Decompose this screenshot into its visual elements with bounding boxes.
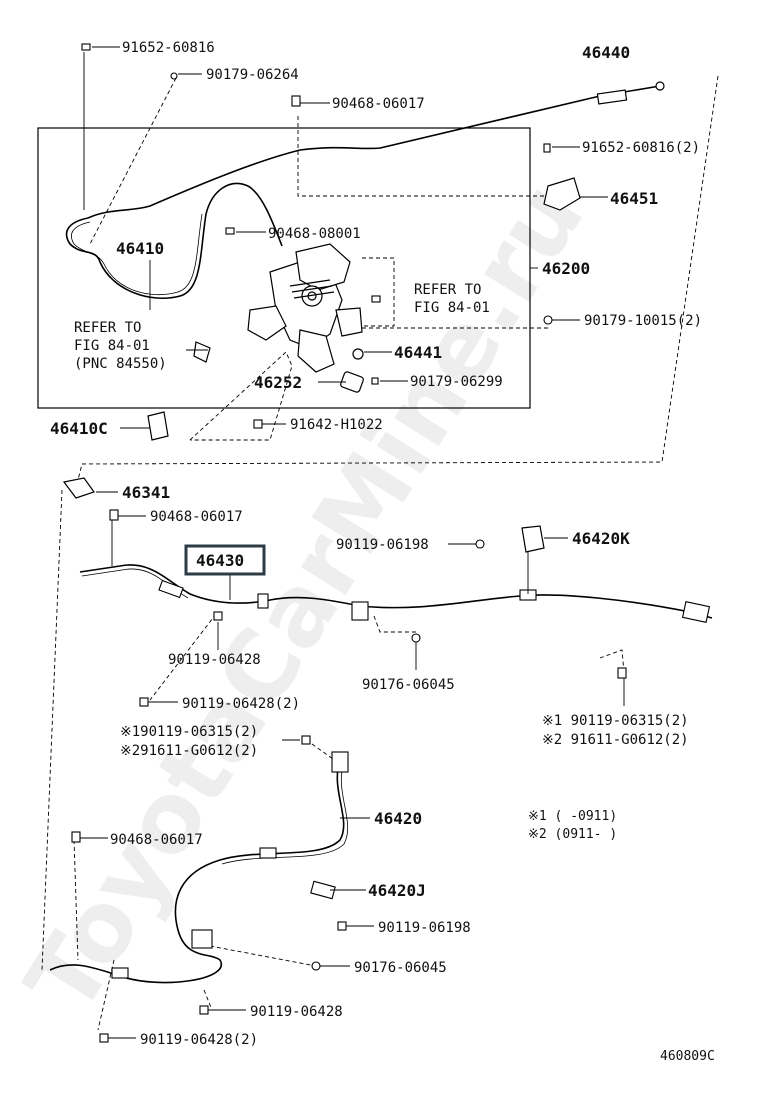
footnote-2: ※2 (0911- )	[528, 827, 617, 842]
label-46441[interactable]: 46441	[394, 343, 442, 362]
label-46420K[interactable]: 46420K	[572, 529, 630, 548]
part-46420K-shape	[521, 525, 545, 553]
label-46420J[interactable]: 46420J	[368, 881, 426, 900]
leader-dashed	[599, 649, 625, 673]
label-90179-10015-2[interactable]: 90179-10015(2)	[584, 313, 702, 329]
leader-lines-lower	[80, 491, 625, 1039]
fastener-icons-lower	[71, 509, 627, 1043]
cable-46410	[65, 182, 283, 300]
part-46410C-shape	[147, 411, 169, 441]
refer-right-line1: REFER TO	[414, 282, 481, 298]
leader-dashed	[97, 959, 115, 1031]
label-46451[interactable]: 46451	[610, 189, 658, 208]
label-90468-06017-top[interactable]: 90468-06017	[332, 96, 425, 112]
footnote-1: ※1 ( -0911)	[528, 809, 617, 824]
part-46441-shape	[352, 348, 364, 360]
cable-46420-inner	[221, 761, 349, 865]
leader-dashed	[73, 839, 79, 961]
highlight-box	[184, 544, 266, 576]
label-90119-06198-top[interactable]: 90119-06198	[336, 537, 429, 553]
label-90468-06017-mid[interactable]: 90468-06017	[150, 509, 243, 525]
label-46440[interactable]: 46440	[582, 43, 630, 62]
label-90468-08001[interactable]: 90468-08001	[268, 226, 361, 242]
label-90119-06315-2-right[interactable]: ※1 90119-06315(2)	[542, 713, 689, 729]
label-90179-06299[interactable]: 90179-06299	[410, 374, 503, 390]
part-46252-shape	[340, 371, 364, 393]
label-90176-06045-b[interactable]: 90176-06045	[354, 960, 447, 976]
leader-dashed	[189, 351, 293, 441]
label-90119-06198-low[interactable]: 90119-06198	[378, 920, 471, 936]
label-90119-06428-2a[interactable]: 90119-06428(2)	[182, 696, 300, 712]
refer-right-line2[interactable]: FIG 84-01	[414, 300, 490, 316]
label-91611-G0612-2-left[interactable]: ※291611-G0612(2)	[120, 743, 258, 759]
label-46420[interactable]: 46420	[374, 809, 422, 828]
part-46341-shape	[62, 477, 95, 499]
leader-dashed	[209, 945, 317, 967]
leader-dashed	[373, 615, 416, 633]
leader-dashed	[203, 989, 213, 1011]
refer-left-line1: REFER TO	[74, 320, 141, 336]
cable-46440	[87, 85, 661, 219]
fastener-icons	[81, 43, 553, 429]
leader-dashed	[89, 77, 177, 245]
label-91642-H1022[interactable]: 91642-H1022	[290, 417, 383, 433]
label-91652-60816[interactable]: 91652-60816	[122, 40, 215, 56]
label-91611-G0612-2-right[interactable]: ※2 91611-G0612(2)	[542, 732, 689, 748]
label-90119-06428-2b[interactable]: 90119-06428(2)	[140, 1032, 258, 1048]
part-46451-shape	[543, 177, 581, 211]
part-clamp-shape	[193, 341, 211, 363]
label-46410[interactable]: 46410	[116, 239, 164, 258]
leader-dashed	[41, 489, 63, 971]
label-90468-06017-low[interactable]: 90468-06017	[110, 832, 203, 848]
diagram-id: 460809C	[660, 1049, 715, 1064]
label-90176-06045-a[interactable]: 90176-06045	[362, 677, 455, 693]
leader-dashed	[75, 75, 719, 489]
label-46410C[interactable]: 46410C	[50, 419, 108, 438]
leader-dashed	[350, 257, 395, 327]
leader-dashed	[297, 116, 548, 197]
label-91652-60816-2[interactable]: 91652-60816(2)	[582, 140, 700, 156]
leader-lines	[83, 46, 608, 429]
part-46440-end	[655, 81, 665, 91]
cable-46430	[79, 564, 713, 619]
refer-left-line3: (PNC 84550)	[74, 356, 167, 372]
label-90119-06428-b[interactable]: 90119-06428	[250, 1004, 343, 1020]
label-46252[interactable]: 46252	[254, 373, 302, 392]
label-90119-06315-2-left[interactable]: ※190119-06315(2)	[120, 724, 258, 740]
label-46430[interactable]: 46430	[196, 551, 244, 570]
label-90119-06428-a[interactable]: 90119-06428	[168, 652, 261, 668]
part-46440-shape	[596, 89, 628, 105]
cable-46430-fittings	[158, 579, 711, 623]
cable-46420-fittings	[111, 751, 349, 979]
label-90179-06264[interactable]: 90179-06264	[206, 67, 299, 83]
part-46200-shape	[247, 243, 363, 373]
label-46341[interactable]: 46341	[122, 483, 170, 502]
refer-left-line2[interactable]: FIG 84-01	[74, 338, 150, 354]
cable-46410-inner	[71, 213, 203, 296]
label-46200[interactable]: 46200	[542, 259, 590, 278]
